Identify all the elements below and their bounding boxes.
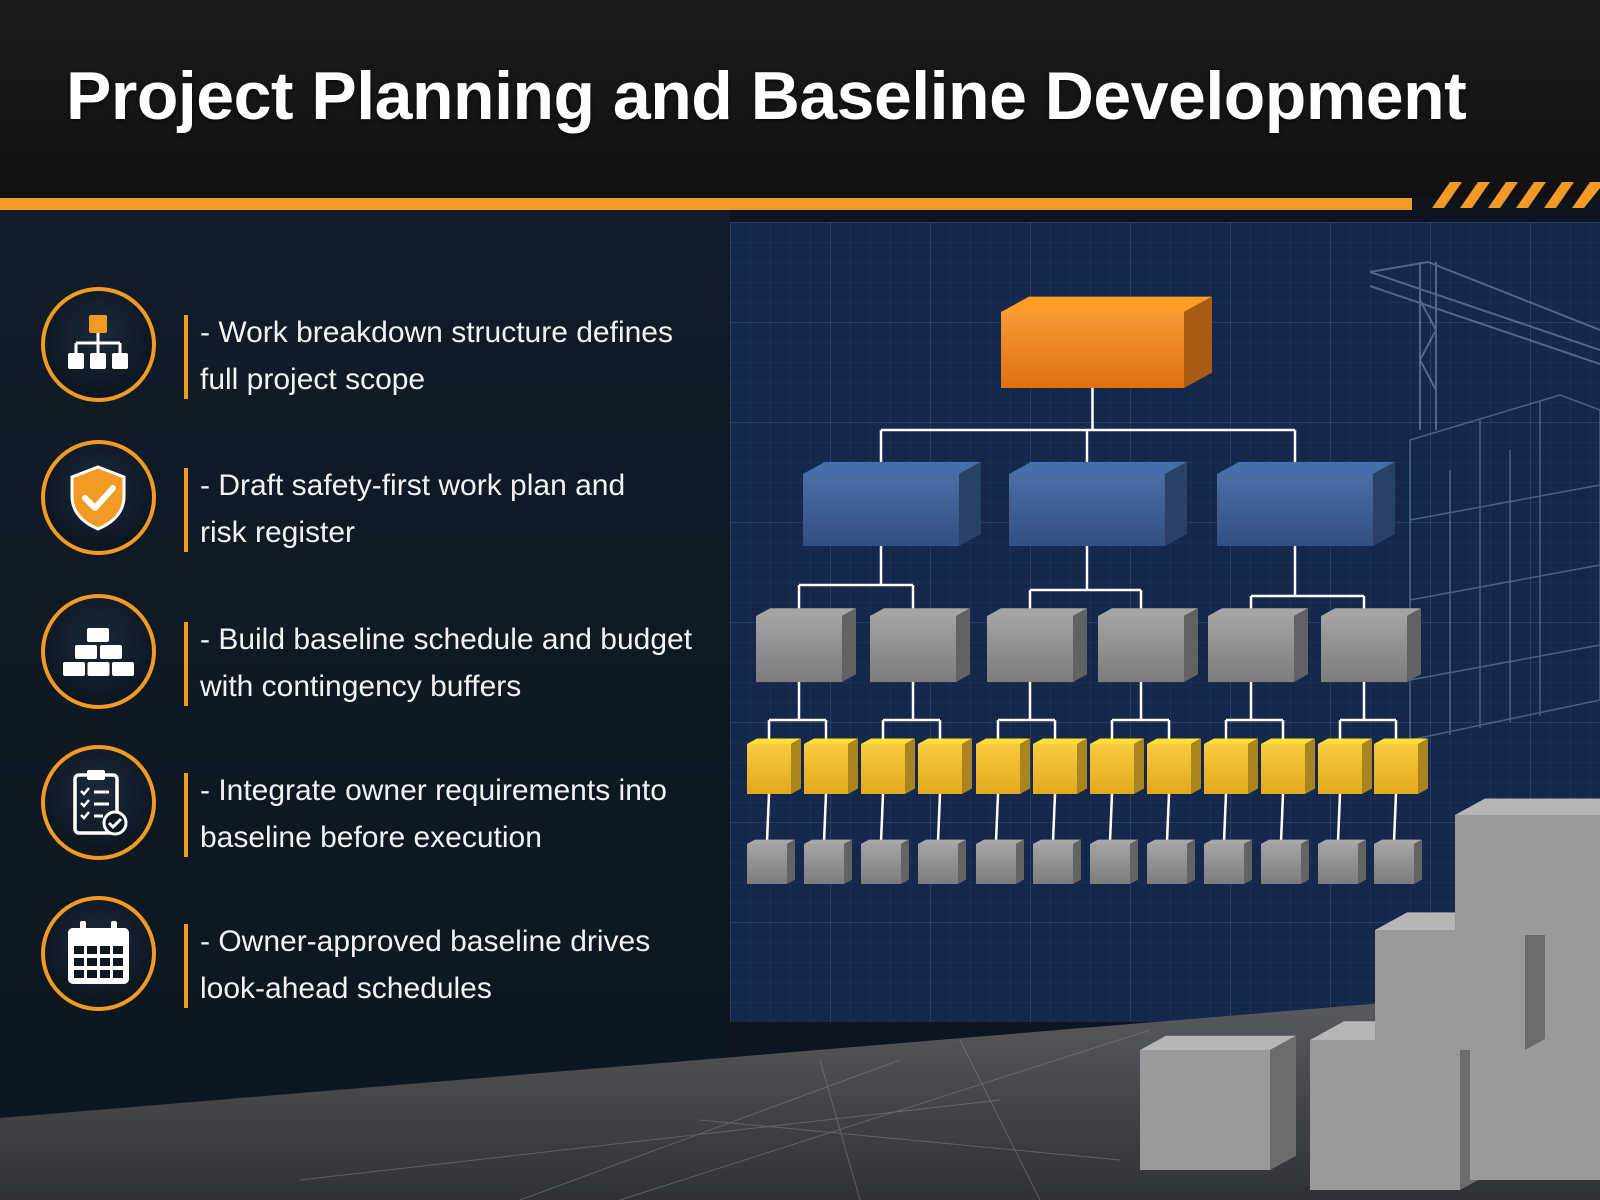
- wbs-block-phase: [1009, 461, 1187, 546]
- wbs-block-phase: [803, 461, 981, 546]
- wbs-block-work-package: [804, 738, 858, 794]
- connector-line: [1108, 793, 1114, 842]
- header-bar: Project Planning and Baseline Developmen…: [0, 0, 1600, 198]
- checklist-item: - Draft safety-first work plan and risk …: [0, 440, 730, 570]
- shield-check-icon: [41, 440, 156, 555]
- checklist-item: - Integrate owner requirements into base…: [0, 745, 730, 875]
- connector-line: [1336, 793, 1342, 842]
- connector-line: [879, 793, 885, 842]
- wbs-block-work-package: [976, 738, 1030, 794]
- checklist-item: - Work breakdown structure defines full …: [0, 287, 730, 417]
- wbs-block-activity: [861, 839, 909, 884]
- wbs-block-work-package: [1261, 738, 1315, 794]
- wbs-block-activity: [747, 839, 795, 884]
- checklist-item-text: - Work breakdown structure defines full …: [200, 316, 673, 396]
- checklist-item-text: - Draft safety-first work plan and risk …: [200, 469, 626, 549]
- wbs-block-deliverable: [987, 608, 1087, 682]
- wbs-block-deliverable: [756, 608, 856, 682]
- accent-stripe: [0, 198, 1412, 210]
- connector-line: [1392, 793, 1398, 842]
- wbs-block-work-package: [747, 738, 801, 794]
- wbs-block-work-package: [861, 738, 915, 794]
- checklist-item-text: - Owner-approved baseline drives look-ah…: [200, 925, 651, 1005]
- checklist-item: - Build baseline schedule and budget wit…: [0, 594, 730, 724]
- wbs-block-work-package: [1033, 738, 1087, 794]
- calendar-icon: [41, 896, 156, 1011]
- stacked-blocks-icon: [41, 594, 156, 709]
- accent-divider: [184, 468, 188, 552]
- wbs-block-activity: [918, 839, 966, 884]
- wbs-block-work-package: [1090, 738, 1144, 794]
- page-title: Project Planning and Baseline Developmen…: [66, 58, 1467, 134]
- wbs-block-activity: [1033, 839, 1081, 884]
- wbs-block-activity: [1318, 839, 1366, 884]
- accent-divider: [184, 622, 188, 706]
- connector-line: [1165, 793, 1171, 842]
- accent-divider: [184, 773, 188, 857]
- wbs-block-activity: [976, 839, 1024, 884]
- accent-divider: [184, 315, 188, 399]
- connector-line: [1279, 793, 1285, 842]
- building-frame-outline: [1409, 394, 1600, 741]
- wbs-block-activity: [1090, 839, 1138, 884]
- concrete-cube: [1545, 920, 1600, 1040]
- wbs-block-phase: [1217, 461, 1395, 546]
- accent-divider: [184, 924, 188, 1008]
- wbs-block-deliverable: [1321, 608, 1421, 682]
- clipboard-checklist-icon: [41, 745, 156, 860]
- wbs-block-deliverable: [870, 608, 970, 682]
- connector-line: [994, 793, 1000, 842]
- hierarchy-icon: [41, 287, 156, 402]
- wbs-block-activity: [1261, 839, 1309, 884]
- wbs-block-work-package: [1204, 738, 1258, 794]
- checklist-item-text: - Build baseline schedule and budget wit…: [200, 623, 693, 703]
- wbs-block-activity: [1147, 839, 1195, 884]
- wbs-block-work-package: [1318, 738, 1372, 794]
- wbs-block-deliverable: [1208, 608, 1308, 682]
- concrete-cube: [1470, 1013, 1600, 1180]
- connector-line: [1222, 793, 1228, 842]
- checklist-item-text: - Integrate owner requirements into base…: [200, 774, 667, 854]
- wbs-block-program: [1001, 296, 1212, 388]
- wbs-block-activity: [1374, 839, 1422, 884]
- wbs-block-work-package: [918, 738, 972, 794]
- wbs-block-work-package: [1374, 738, 1428, 794]
- connector-line: [936, 793, 942, 842]
- concrete-cube: [1140, 1035, 1296, 1170]
- concrete-cubes: [1140, 798, 1600, 1190]
- connector-line: [822, 793, 828, 842]
- wbs-block-work-package: [1147, 738, 1201, 794]
- connector-line: [765, 793, 771, 842]
- hazard-stripes: [1432, 182, 1600, 208]
- connector-line: [1051, 793, 1057, 842]
- wbs-block-activity: [1204, 839, 1252, 884]
- wbs-block-activity: [804, 839, 852, 884]
- tower-crane-outline: [1369, 261, 1600, 430]
- checklist-item: - Owner-approved baseline drives look-ah…: [0, 896, 730, 1026]
- wbs-block-deliverable: [1098, 608, 1198, 682]
- concrete-cube: [1455, 798, 1600, 935]
